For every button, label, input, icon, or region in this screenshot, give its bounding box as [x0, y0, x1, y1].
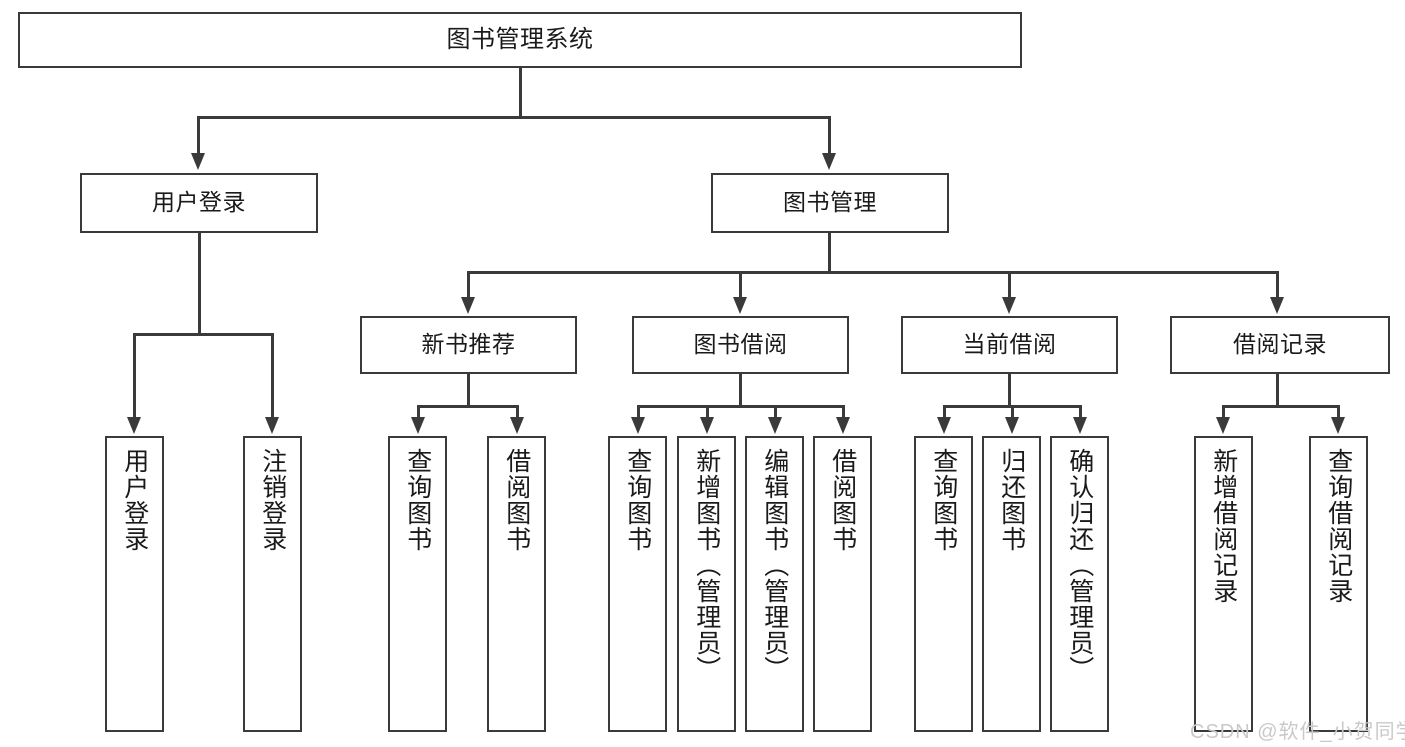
connector-user-login-stem: [198, 233, 201, 334]
arrow-root-to-book-management: [822, 153, 836, 170]
leaf-current-borrow-return[interactable]: 归还图书: [982, 436, 1041, 732]
connector-borrow-record-bar: [1222, 405, 1339, 408]
connector-new-book-stem: [467, 374, 470, 406]
leaf-borrow-record-add[interactable]: 新增借阅记录: [1194, 436, 1253, 732]
arrow-user-login-to-leaf-2: [265, 417, 279, 434]
arrow-new-book-to-leaf-2: [510, 417, 524, 434]
leaf-label: 用户登录: [120, 448, 149, 552]
leaf-label: 查询图书: [623, 448, 652, 552]
arrow-current-borrow-to-leaf-3: [1073, 417, 1087, 434]
connector-root-to-book-management: [828, 116, 831, 156]
connector-book-borrow-bar: [637, 405, 844, 408]
leaf-borrow-record-query[interactable]: 查询借阅记录: [1309, 436, 1368, 732]
leaf-label: 借阅图书: [502, 448, 531, 552]
arrow-user-login-to-leaf-1: [127, 417, 141, 434]
connector-user-login-to-leaf-1: [133, 333, 136, 419]
leaf-current-borrow-query[interactable]: 查询图书: [914, 436, 973, 732]
node-borrow-record[interactable]: 借阅记录: [1170, 316, 1390, 374]
node-label: 图书借阅: [693, 331, 788, 358]
leaf-label: 注销登录: [258, 448, 287, 552]
arrow-borrow-record-to-leaf-2: [1331, 417, 1345, 434]
node-book-management[interactable]: 图书管理: [711, 173, 949, 233]
node-user-login[interactable]: 用户登录: [80, 173, 318, 233]
leaf-label: 查询借阅记录: [1324, 448, 1353, 604]
leaf-new-book-borrow[interactable]: 借阅图书: [487, 436, 546, 732]
connector-borrow-record-to-leaf-2: [1337, 405, 1340, 419]
arrow-book-borrow-to-leaf-4: [836, 417, 850, 434]
connector-bm-to-book-borrow: [739, 271, 742, 299]
arrow-new-book-to-leaf-1: [411, 417, 425, 434]
connector-book-management-bar: [467, 271, 1278, 274]
connector-bm-to-new-book: [467, 271, 470, 299]
connector-book-borrow-to-leaf-4: [842, 405, 845, 419]
leaf-label: 新增图书（管理员）: [692, 448, 721, 682]
connector-root-bar: [197, 116, 831, 119]
arrow-bm-to-new-book: [461, 297, 475, 314]
arrow-book-borrow-to-leaf-2: [700, 417, 714, 434]
connector-new-book-bar: [417, 405, 518, 408]
leaf-current-borrow-confirm-return[interactable]: 确认归还（管理员）: [1050, 436, 1109, 732]
arrow-current-borrow-to-leaf-2: [1005, 417, 1019, 434]
leaf-label: 新增借阅记录: [1209, 448, 1238, 604]
leaf-label: 编辑图书（管理员）: [760, 448, 789, 682]
connector-book-borrow-to-leaf-2: [706, 405, 709, 419]
connector-bm-to-current-borrow: [1008, 271, 1011, 299]
leaf-new-book-query[interactable]: 查询图书: [388, 436, 447, 732]
node-label: 图书管理: [783, 189, 877, 216]
arrow-root-to-user-login: [191, 153, 205, 170]
node-label: 借阅记录: [1233, 331, 1327, 358]
connector-new-book-to-leaf-1: [417, 405, 420, 419]
csdn-watermark: CSDN @软件_小贺同学: [1190, 721, 1405, 743]
connector-user-login-bar: [133, 333, 273, 336]
leaf-label: 借阅图书: [828, 448, 857, 552]
node-label: 新书推荐: [421, 331, 516, 358]
leaf-user-login-logout[interactable]: 注销登录: [243, 436, 302, 732]
connector-root-to-user-login: [197, 116, 200, 156]
connector-borrow-record-to-leaf-1: [1222, 405, 1225, 419]
arrow-bm-to-borrow-record: [1270, 297, 1284, 314]
leaf-book-borrow-query[interactable]: 查询图书: [608, 436, 667, 732]
leaf-label: 查询图书: [929, 448, 958, 552]
connector-user-login-to-leaf-2: [271, 333, 274, 419]
connector-book-borrow-to-leaf-1: [637, 405, 640, 419]
node-root-book-management-system[interactable]: 图书管理系统: [18, 12, 1022, 68]
connector-book-management-stem: [828, 233, 831, 272]
connector-current-borrow-to-leaf-3: [1079, 405, 1082, 419]
arrow-book-borrow-to-leaf-1: [631, 417, 645, 434]
connector-new-book-to-leaf-2: [516, 405, 519, 419]
arrow-current-borrow-to-leaf-1: [937, 417, 951, 434]
node-book-borrow[interactable]: 图书借阅: [632, 316, 849, 374]
arrow-borrow-record-to-leaf-1: [1216, 417, 1230, 434]
arrow-bm-to-current-borrow: [1002, 297, 1016, 314]
node-current-borrow[interactable]: 当前借阅: [901, 316, 1118, 374]
node-label: 用户登录: [152, 189, 246, 216]
leaf-book-borrow-edit[interactable]: 编辑图书（管理员）: [745, 436, 804, 732]
connector-root-stem: [519, 68, 522, 117]
node-new-book-recommend[interactable]: 新书推荐: [360, 316, 577, 374]
connector-current-borrow-to-leaf-2: [1011, 405, 1014, 419]
connector-borrow-record-stem: [1276, 374, 1279, 406]
connector-book-borrow-to-leaf-3: [774, 405, 777, 419]
leaf-book-borrow-add[interactable]: 新增图书（管理员）: [677, 436, 736, 732]
connector-current-borrow-to-leaf-1: [943, 405, 946, 419]
leaf-label: 确认归还（管理员）: [1065, 448, 1094, 682]
node-label: 当前借阅: [962, 331, 1057, 358]
leaf-label: 查询图书: [403, 448, 432, 552]
leaf-user-login-login[interactable]: 用户登录: [105, 436, 164, 732]
connector-current-borrow-stem: [1008, 374, 1011, 406]
arrow-bm-to-book-borrow: [733, 297, 747, 314]
node-label: 图书管理系统: [446, 25, 594, 53]
arrow-book-borrow-to-leaf-3: [768, 417, 782, 434]
connector-book-borrow-stem: [739, 374, 742, 406]
leaf-book-borrow-borrow[interactable]: 借阅图书: [813, 436, 872, 732]
leaf-label: 归还图书: [997, 448, 1026, 552]
connector-bm-to-borrow-record: [1276, 271, 1279, 299]
